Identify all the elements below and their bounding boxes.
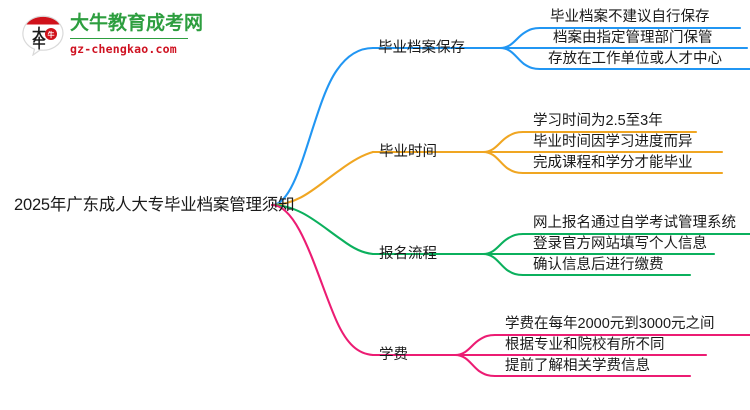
leaf-label-2-2: 毕业时间因学习进度而异 [533, 134, 693, 150]
site-logo: 大 牛 牛 大牛教育成考网 gz-chengkao.com [12, 8, 204, 60]
leaf-label-4-3: 提前了解相关学费信息 [505, 358, 650, 374]
logo-domain: gz-chengkao.com [70, 42, 177, 56]
leaf-label-1-2: 档案由指定管理部门保管 [553, 30, 713, 46]
branch-label-1: 毕业档案保存 [378, 40, 465, 56]
root-node-label: 2025年广东成人大专毕业档案管理须知 [14, 196, 295, 214]
logo-text: 大牛教育成考网 gz-chengkao.com [70, 13, 204, 57]
leaf-label-1-3: 存放在工作单位或人才中心 [548, 51, 722, 67]
logo-divider [70, 38, 188, 39]
leaf-label-3-3: 确认信息后进行缴费 [533, 257, 664, 273]
leaf-label-4-1: 学费在每年2000元到3000元之间 [505, 316, 715, 332]
branch-wire-2 [270, 130, 724, 207]
leaf-label-2-3: 完成课程和学分才能毕业 [533, 155, 693, 171]
leaf-label-2-1: 学习时间为2.5至3年 [533, 113, 663, 129]
svg-text:牛: 牛 [32, 36, 45, 51]
leaf-label-4-2: 根据专业和院校有所不同 [505, 337, 665, 353]
logo-site-name: 大牛教育成考网 [70, 13, 204, 34]
leaf-label-3-2: 登录官方网站填写个人信息 [533, 236, 707, 252]
branch-wire-1 [270, 26, 750, 207]
branch-label-4: 学费 [379, 347, 408, 363]
logo-bubble-icon: 大 牛 牛 [20, 12, 66, 57]
branch-wire-3 [270, 203, 750, 277]
svg-text:牛: 牛 [48, 30, 55, 39]
svg-text:大: 大 [32, 26, 46, 42]
branch-label-2: 毕业时间 [379, 144, 437, 160]
leaf-label-1-1: 毕业档案不建议自行保存 [550, 9, 710, 25]
leaf-label-3-1: 网上报名通过自学考试管理系统 [533, 215, 736, 231]
branch-wire-4 [270, 203, 750, 378]
branch-label-3: 报名流程 [379, 246, 437, 262]
